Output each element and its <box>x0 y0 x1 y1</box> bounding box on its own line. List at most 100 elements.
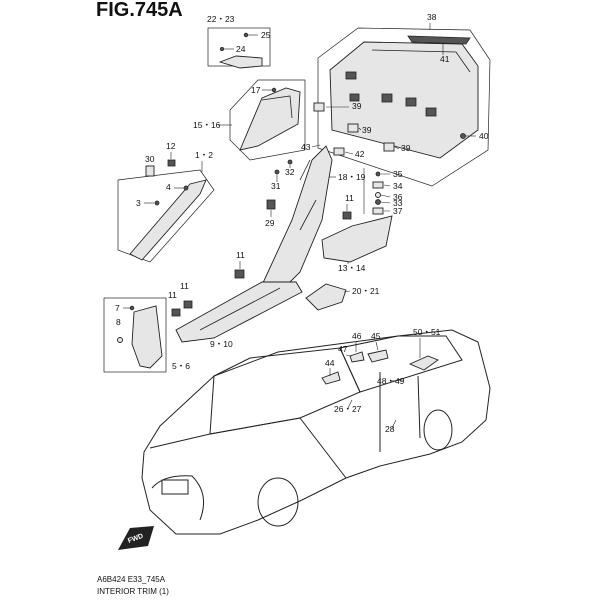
callout-40: 40 <box>479 131 489 141</box>
clip-33 <box>375 199 381 205</box>
clip-4 <box>183 185 189 191</box>
door-sill-scuff <box>175 281 303 343</box>
leaders-33-37 <box>380 173 391 212</box>
roof-trim-50-51 <box>408 355 439 371</box>
callout-31: 31 <box>271 181 281 191</box>
callout-box-15-16 <box>229 79 306 161</box>
callout-42: 42 <box>355 149 365 159</box>
shelf-slot-3 <box>405 97 417 107</box>
car-front-wheel <box>257 477 299 527</box>
callout-20-21: 20・21 <box>352 286 380 296</box>
car-hood-line <box>149 417 347 479</box>
car-body-outline <box>141 329 491 535</box>
mud-flap <box>131 305 163 369</box>
clip-8 <box>117 337 123 343</box>
callout-45: 45 <box>371 331 381 341</box>
callout-9-10: 9・10 <box>210 339 233 349</box>
car-grille <box>161 479 189 495</box>
callout-43: 43 <box>301 142 311 152</box>
callout-28: 28 <box>385 424 395 434</box>
car-door-openings <box>379 372 421 452</box>
clip-42 <box>333 147 345 156</box>
clip-39-a <box>313 102 325 112</box>
clip-11-b <box>234 269 245 279</box>
callout-33: 33 <box>393 198 403 208</box>
upper-pillar-trim <box>239 87 301 151</box>
callout-12: 12 <box>166 141 176 151</box>
shelf-slot-4 <box>425 107 437 117</box>
callout-11-c: 11 <box>180 281 189 291</box>
clip-12 <box>167 159 176 167</box>
clip-11-d <box>171 308 181 317</box>
clip-37 <box>372 207 384 215</box>
shelf-slot-1 <box>345 71 357 80</box>
clip-34 <box>372 181 384 189</box>
screw-7 <box>129 305 135 311</box>
callout-box-1-2 <box>117 169 215 263</box>
quarter-trim <box>321 215 393 263</box>
clip-25 <box>243 32 249 38</box>
trim-piece-22-23 <box>218 55 263 69</box>
callout-41: 41 <box>440 54 450 64</box>
assist-grip-44 <box>321 371 341 385</box>
door-sill-detail <box>199 287 281 331</box>
clip-36 <box>375 192 381 198</box>
callout-38: 38 <box>427 12 437 22</box>
speaker-grille-41 <box>407 35 471 45</box>
callout-37: 37 <box>393 206 403 216</box>
callout-36: 36 <box>393 192 403 202</box>
figure-code: A6B424 E33_745A <box>97 575 166 584</box>
callout-13-14: 13・14 <box>338 263 366 273</box>
shelf-edge <box>371 49 471 73</box>
leader-42 <box>344 151 354 155</box>
callout-15-16: 15・16 <box>193 120 221 130</box>
leader-39-c <box>394 146 400 150</box>
callout-32: 32 <box>285 167 295 177</box>
callout-8: 8 <box>116 317 121 327</box>
callout-46: 46 <box>352 331 362 341</box>
fwd-arrow-icon <box>118 526 154 550</box>
leader-43 <box>311 144 321 148</box>
callout-47: 47 <box>338 344 348 354</box>
callout-50-51: 50・51 <box>413 327 441 337</box>
clip-24 <box>219 47 224 52</box>
shelf-slot-5 <box>349 93 360 102</box>
callout-35: 35 <box>393 169 403 179</box>
callout-48-49: 48・49 <box>377 376 405 386</box>
callout-11-a: 11 <box>345 193 354 203</box>
callout-3: 3 <box>136 198 141 208</box>
leader-20-21 <box>343 290 351 293</box>
clip-30 <box>145 165 155 177</box>
clip-39-b <box>347 123 359 133</box>
front-pillar-garnish <box>129 179 207 261</box>
clip-11-a <box>342 211 352 220</box>
callout-39-c: 39 <box>401 143 411 153</box>
figure-title: FIG.745A <box>96 0 183 21</box>
callout-39-a: 39 <box>352 101 362 111</box>
callout-11-b: 11 <box>236 250 245 260</box>
clip-3 <box>154 200 160 206</box>
assist-grip-46 <box>349 351 365 363</box>
clip-29 <box>266 199 276 210</box>
callout-24: 24 <box>236 44 246 54</box>
callout-30: 30 <box>145 154 155 164</box>
car-rear-wheel <box>423 409 453 451</box>
callout-1-2: 1・2 <box>195 150 213 160</box>
callout-39-b: 39 <box>362 125 372 135</box>
callout-29: 29 <box>265 218 275 228</box>
assist-grip-45 <box>367 349 389 363</box>
clip-17 <box>271 87 277 93</box>
upper-pillar-detail <box>261 95 293 119</box>
callout-box-5-6 <box>103 297 167 373</box>
callout-22-23: 22・23 <box>207 14 235 24</box>
callout-11-d: 11 <box>168 290 177 300</box>
rear-parcel-shelf <box>329 41 479 159</box>
callout-18-19: 18・19 <box>338 172 366 182</box>
callout-7: 7 <box>115 303 120 313</box>
callout-17: 17 <box>251 85 261 95</box>
car-side-windows <box>339 335 463 393</box>
callout-26-27: 26・27 <box>334 404 362 414</box>
clip-11-c <box>183 300 193 309</box>
clip-35 <box>375 171 381 177</box>
